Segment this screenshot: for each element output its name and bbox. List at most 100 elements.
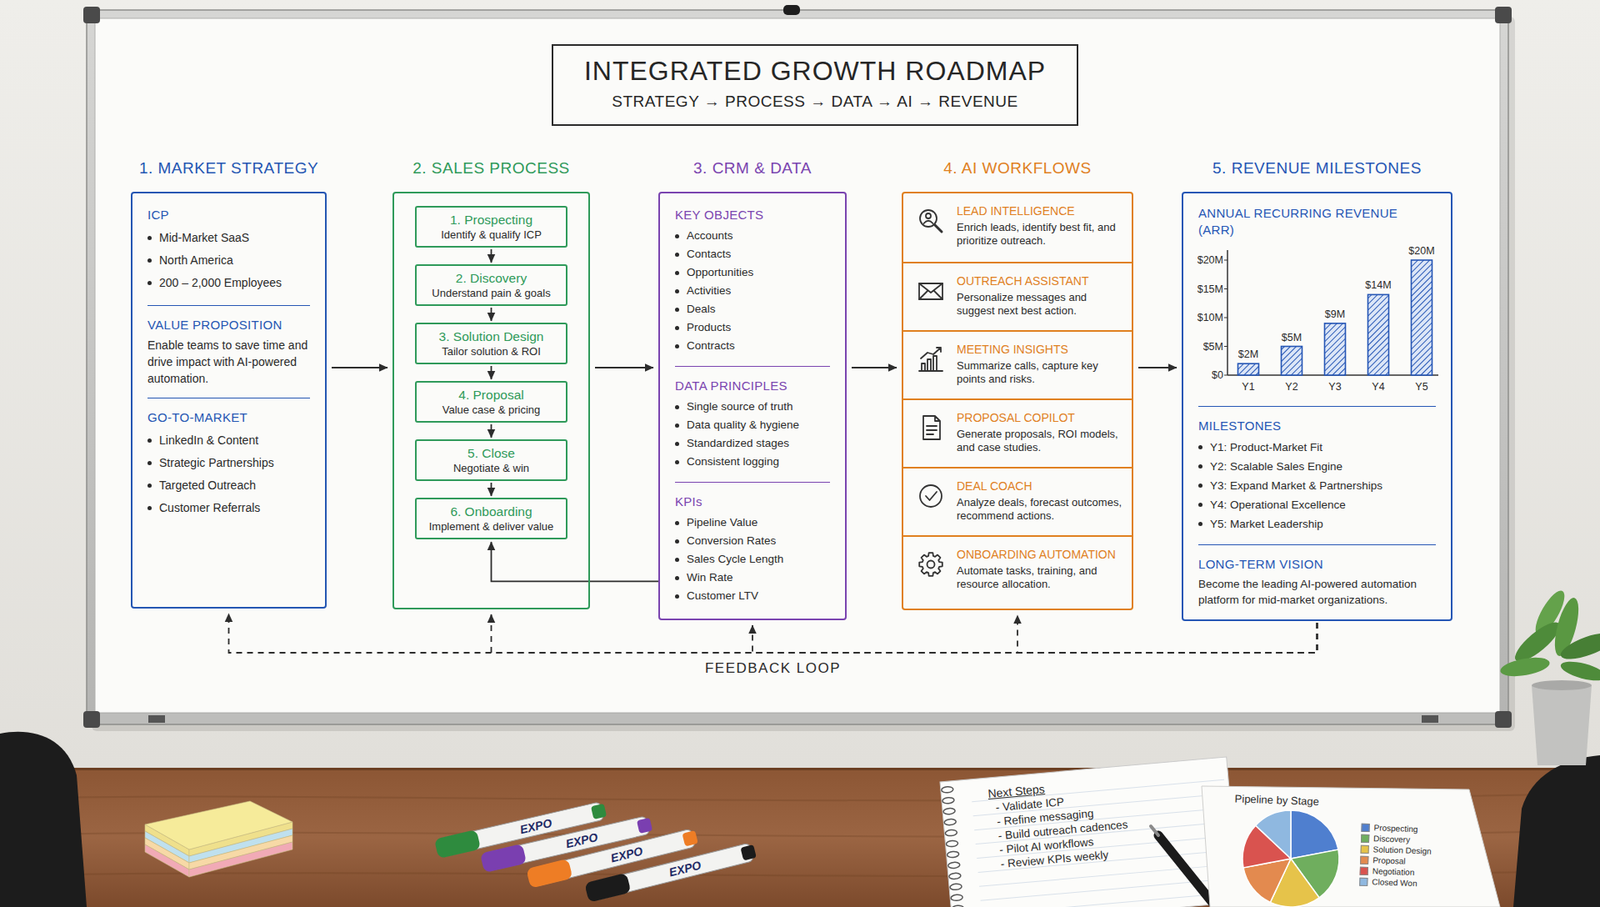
pen bbox=[1150, 825, 1159, 835]
bullet-row: Customer LTV bbox=[675, 586, 830, 605]
plant bbox=[1499, 586, 1600, 765]
bullet-row: Conversion Rates bbox=[675, 531, 830, 550]
flow-arrow bbox=[1138, 366, 1177, 369]
notebook bbox=[946, 850, 960, 858]
dry-erase-marker bbox=[636, 817, 653, 834]
bullet-text: Win Rate bbox=[686, 568, 734, 587]
divider-line bbox=[1198, 544, 1436, 545]
board-frame bbox=[86, 10, 1509, 725]
dry-erase-marker bbox=[584, 840, 758, 903]
bullet-dot bbox=[675, 557, 680, 562]
title-box: INTEGRATED GROWTH ROADMAPSTRATEGY → PROC… bbox=[551, 44, 1079, 126]
bullet-text: Targeted Outreach bbox=[159, 474, 256, 497]
legend-text: Prospecting bbox=[1373, 821, 1418, 835]
bullet-dot bbox=[147, 460, 152, 465]
workflow-description: Generate proposals, ROI models, and case… bbox=[956, 427, 1124, 455]
workflow-icon bbox=[919, 552, 943, 576]
bullet-row: Y3: Expand Market & Partnerships bbox=[1198, 475, 1436, 495]
step-title: 3. Solution Design bbox=[420, 328, 562, 345]
dry-erase-marker bbox=[480, 843, 527, 873]
workflow-icon bbox=[916, 481, 945, 510]
bullet-row: Pipeline Value bbox=[675, 513, 830, 532]
revenue-bar bbox=[1238, 363, 1260, 375]
bullet-text: Accounts bbox=[686, 226, 734, 245]
pie-chart-paper bbox=[1201, 785, 1500, 907]
bullet-text: Sales Cycle Length bbox=[686, 550, 784, 569]
process-step-box: 2. DiscoveryUnderstand pain & goals bbox=[415, 264, 568, 306]
workflow-icon bbox=[923, 415, 940, 440]
legend-text: Solution Design bbox=[1372, 843, 1431, 856]
bullet-row: Activities bbox=[675, 281, 830, 300]
bullet-dot bbox=[147, 258, 152, 263]
plant bbox=[1499, 654, 1552, 680]
bar-value-label: $9M bbox=[1316, 307, 1354, 321]
bullet-row: Opportunities bbox=[675, 263, 830, 282]
section-heading: KPIs bbox=[675, 493, 830, 510]
step-arrow bbox=[490, 482, 493, 496]
column-panel: 4. AI WORKFLOWSLEAD INTELLIGENCEEnrich l… bbox=[901, 191, 1134, 610]
divider-line bbox=[1198, 405, 1436, 407]
bullet-row: Y5: Market Leadership bbox=[1198, 514, 1436, 534]
process-step-box: 5. CloseNegotiate & win bbox=[415, 439, 568, 481]
workflow-heading: MEETING INSIGHTS bbox=[956, 341, 1124, 357]
step-arrow bbox=[490, 365, 493, 380]
bullet-dot bbox=[675, 344, 680, 349]
step-subtitle: Tailor solution & ROI bbox=[420, 344, 562, 359]
step-title: 6. Onboarding bbox=[420, 503, 562, 520]
bullet-text: Data quality & hygiene bbox=[686, 415, 800, 435]
bullet-row: Data quality & hygiene bbox=[675, 415, 830, 435]
legend-text: Discovery bbox=[1373, 832, 1410, 845]
year-label: Y1 bbox=[1235, 380, 1261, 394]
bullet-text: Conversion Rates bbox=[686, 531, 776, 550]
bullet-text: Standardized stages bbox=[686, 434, 790, 453]
marker-brand: EXPO bbox=[556, 827, 606, 853]
legend-row: Prospecting bbox=[1360, 821, 1432, 835]
divider-line bbox=[675, 481, 830, 483]
column-heading: 1. MARKET STRATEGY bbox=[139, 158, 319, 179]
workflow-icon bbox=[919, 283, 943, 300]
axis-tick-label: $15M bbox=[1190, 282, 1224, 296]
workflow-cell: OUTREACH ASSISTANTPersonalize messages a… bbox=[903, 261, 1132, 330]
notebook-heading: Next Steps bbox=[987, 765, 1217, 801]
dry-erase-marker bbox=[681, 830, 698, 846]
workflow-icon bbox=[916, 345, 945, 374]
column-heading: 2. SALES PROCESS bbox=[412, 158, 570, 179]
divider-line bbox=[675, 365, 830, 367]
workflow-heading: OUTREACH ASSISTANT bbox=[956, 273, 1124, 289]
section-heading: VALUE PROPOSITION bbox=[147, 316, 310, 334]
plant bbox=[1557, 627, 1600, 665]
bullet-text: Consistent logging bbox=[686, 452, 780, 471]
workflow-icon bbox=[919, 552, 943, 576]
bullet-row: North America bbox=[147, 249, 310, 272]
workflow-cell: DEAL COACHAnalyze deals, forecast outcom… bbox=[903, 466, 1132, 535]
workflow-icon bbox=[927, 359, 931, 371]
legend-text: Proposal bbox=[1372, 854, 1406, 866]
step-arrow bbox=[490, 307, 493, 321]
workflow-icon bbox=[925, 491, 937, 500]
bullet-text: Y3: Expand Market & Partnerships bbox=[1210, 475, 1383, 495]
wall bbox=[0, 0, 1600, 768]
step-subtitle: Negotiate & win bbox=[420, 460, 562, 475]
workflow-icon bbox=[927, 560, 935, 569]
workflow-cell: LEAD INTELLIGENCEEnrich leads, identify … bbox=[903, 193, 1132, 262]
bar-chart-graphic bbox=[1224, 345, 1228, 347]
bullet-dot bbox=[675, 594, 680, 599]
notebook bbox=[943, 807, 956, 815]
bar-chart-graphic bbox=[1224, 317, 1228, 319]
loop-back-arrow bbox=[491, 541, 660, 581]
bullet-text: Y2: Scalable Sales Engine bbox=[1210, 456, 1343, 476]
bullet-row: Deals bbox=[675, 300, 830, 319]
bullet-row: Y2: Scalable Sales Engine bbox=[1198, 456, 1436, 476]
section-heading: MILESTONES bbox=[1198, 417, 1436, 435]
notebook bbox=[947, 861, 960, 869]
workflow-icon bbox=[916, 276, 945, 305]
legend-row: Proposal bbox=[1360, 854, 1431, 868]
column-heading: 3. CRM & DATA bbox=[693, 158, 812, 179]
flow-arrow bbox=[851, 366, 897, 369]
sticky-note-pad bbox=[145, 844, 190, 877]
legend-row: Discovery bbox=[1360, 832, 1432, 846]
column-panel: 5. REVENUE MILESTONESANNUAL RECURRING RE… bbox=[1181, 191, 1453, 621]
revenue-bar bbox=[1411, 260, 1433, 375]
bullet-text: LinkedIn & Content bbox=[159, 429, 259, 452]
notebook bbox=[951, 905, 965, 907]
